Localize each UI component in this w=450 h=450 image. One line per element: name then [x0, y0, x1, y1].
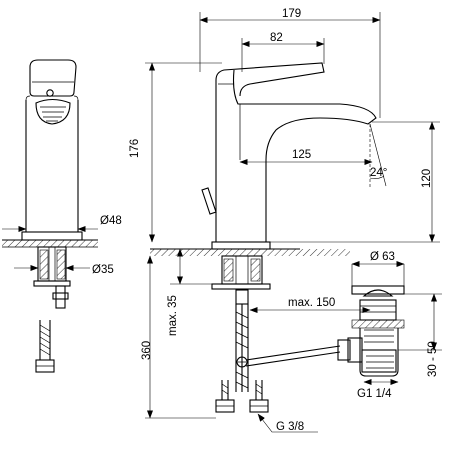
side-view: 179 82 176 125 120 24° max. 35 360 [129, 8, 442, 433]
overall-length-label: 179 [282, 8, 301, 20]
front-view: Ø48 Ø35 [2, 59, 122, 373]
max-deck-label: max. 35 [167, 295, 179, 336]
waste-thread-label: G1 1/4 [357, 388, 392, 400]
front-handle [29, 59, 77, 97]
hose-length-label: 360 [141, 341, 153, 360]
spout-angle-label: 24° [370, 167, 387, 179]
waste-range-label: 30 - 50 [427, 341, 439, 377]
max-horizontal-label: max. 150 [288, 297, 335, 309]
spout-height-label: 120 [421, 169, 433, 188]
side-handle [215, 62, 325, 242]
inlet-thread-label: G 3/8 [276, 421, 304, 433]
total-height-label: 176 [129, 139, 141, 158]
body-diameter-label: Ø48 [100, 215, 122, 227]
front-body [25, 100, 79, 232]
spout-reach-label: 125 [292, 149, 311, 161]
thread-diameter-label: Ø35 [92, 264, 114, 276]
handle-to-spout-label: 82 [270, 32, 283, 44]
waste-diameter-label: Ø 63 [370, 251, 395, 263]
